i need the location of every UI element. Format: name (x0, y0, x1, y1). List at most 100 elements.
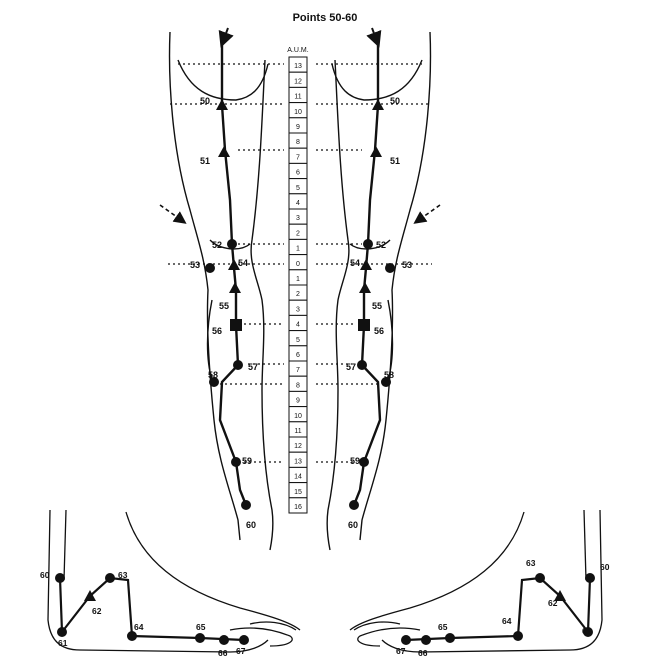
right-point-57-label: 57 (346, 362, 356, 372)
left-point-57-marker (233, 360, 243, 370)
right-meridian-line (352, 42, 382, 506)
left-foot-meridian (58, 576, 245, 642)
right-foot-point-61-label: 61 (582, 626, 592, 636)
right-point-59-marker (359, 457, 369, 467)
left-point-59-label: 59 (242, 456, 252, 466)
right-point-50-marker (372, 99, 384, 110)
right-foot-point-60-marker (585, 573, 595, 583)
right-point-58-marker (381, 377, 391, 387)
scale-cell-label: 7 (296, 367, 300, 374)
right-foot-point-62-label: 62 (548, 598, 558, 608)
left-foot-point-64-label: 64 (134, 622, 144, 632)
right-point-53-marker (385, 263, 395, 273)
scale-cell-label: 5 (296, 337, 300, 344)
right-foot-point-64-label: 64 (502, 616, 512, 626)
right-point-52-marker (363, 239, 373, 249)
scale-cell-label: 15 (294, 489, 302, 496)
left-point-55-marker (229, 282, 241, 293)
left-foot-point-63-label: 63 (118, 570, 128, 580)
scale-header: A.U.M. (287, 47, 308, 54)
left-arrow-icon (218, 27, 234, 48)
left-foot-point-66-marker (219, 635, 229, 645)
scale-cell-label: 8 (296, 382, 300, 389)
right-point-51-marker (370, 146, 382, 157)
right-foot-point-62-marker (554, 590, 566, 601)
scale-cell-label: 13 (294, 63, 302, 70)
left-point-53-marker (205, 263, 215, 273)
right-point-53-label: 53 (402, 260, 412, 270)
left-foot-point-61-marker (57, 627, 67, 637)
left-foot-point-60-marker (55, 573, 65, 583)
left-point-51-marker (218, 146, 230, 157)
left-point-52-marker (227, 239, 237, 249)
left-foot-point-62-label: 62 (92, 606, 102, 616)
right-foot-point-65-marker (445, 633, 455, 643)
left-foot-point-65-marker (195, 633, 205, 643)
left-point-50-label: 50 (200, 96, 210, 106)
scale-cell-label: 9 (296, 398, 300, 405)
left-foot-point-62-marker (84, 590, 96, 601)
right-point-60-marker (349, 500, 359, 510)
right-foot-point-61-marker (583, 627, 593, 637)
scale-cell-label: 12 (294, 443, 302, 450)
left-point-52-label: 52 (212, 240, 222, 250)
scale-cell-label: 4 (296, 322, 300, 329)
left-foot-outline (47, 509, 301, 653)
left-foot-point-63-marker (105, 573, 115, 583)
left-point-54-label: 54 (238, 258, 248, 268)
page-title: Points 50-60 (292, 12, 358, 24)
scale-cell-label: 2 (296, 230, 300, 237)
right-point-50-label: 50 (390, 96, 400, 106)
left-foot-point-64-marker (127, 631, 137, 641)
right-point-54-marker (360, 259, 372, 270)
scale-cell-label: 14 (294, 474, 302, 481)
right-point-55-label: 55 (372, 301, 382, 311)
right-point-60-label: 60 (348, 520, 358, 530)
right-point-58-label: 58 (384, 370, 394, 380)
left-point-54-marker (228, 259, 240, 270)
right-side-arrow-icon (413, 204, 441, 224)
scale-cell-label: 10 (294, 413, 302, 420)
scale-cell-label: 8 (296, 139, 300, 146)
right-foot-point-65-label: 65 (438, 622, 448, 632)
left-level-lines (168, 63, 284, 463)
left-point-53-label: 53 (190, 260, 200, 270)
scale-cell-label: 12 (294, 78, 302, 85)
scale-cell-label: 11 (294, 94, 301, 101)
scale-cell-label: 7 (296, 154, 300, 161)
right-foot-point-66-label: 66 (418, 648, 428, 658)
right-point-56-marker (358, 319, 370, 331)
left-point-57-label: 57 (248, 362, 258, 372)
left-side-arrow-icon (159, 204, 187, 224)
right-foot-point-67-marker (401, 635, 411, 645)
left-leg-outline (168, 31, 274, 551)
aum-scale: A.U.M. 131211109876543210123456789101112… (287, 47, 309, 514)
scale-cell-label: 0 (296, 261, 300, 268)
scale-cell-label: 11 (294, 428, 301, 435)
left-foot-point-65-label: 65 (196, 622, 206, 632)
scale-cell (288, 497, 308, 514)
right-foot-point-64-marker (513, 631, 523, 641)
scale-cell-label: 3 (296, 306, 300, 313)
scale-cell-label: 16 (294, 504, 302, 511)
scale-cell-label: 1 (296, 276, 300, 283)
right-point-57-marker (357, 360, 367, 370)
left-foot-point-61-label: 61 (58, 638, 68, 648)
right-foot-outline (349, 509, 603, 653)
scale-cell-label: 2 (296, 291, 300, 298)
right-foot-point-63-label: 63 (526, 558, 536, 568)
right-foot-point-67-label: 67 (396, 646, 406, 656)
right-point-52-label: 52 (376, 240, 386, 250)
scale-cell-label: 4 (296, 200, 300, 207)
right-point-56-label: 56 (374, 326, 384, 336)
left-foot-point-66-label: 66 (218, 648, 228, 658)
right-point-59-label: 59 (350, 456, 360, 466)
left-point-56-label: 56 (212, 326, 222, 336)
left-foot-point-60-label: 60 (40, 570, 50, 580)
left-point-58-marker (209, 377, 219, 387)
scale-cell-label: 6 (296, 170, 300, 177)
right-arrow-icon (366, 27, 382, 48)
scale-cell-label: 3 (296, 215, 300, 222)
right-foot-point-60-label: 60 (600, 562, 610, 572)
